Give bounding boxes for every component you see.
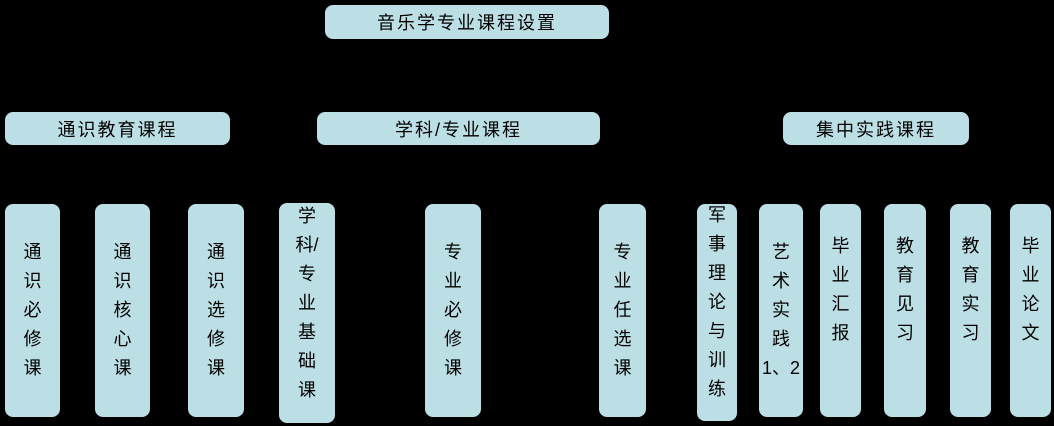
course-node-graduation-report: 毕 业 汇 报 (818, 202, 863, 419)
course-node-graduation-thesis: 毕 业 论 文 (1008, 202, 1053, 419)
course-node-art-practice: 艺 术 实 践 1、2 (757, 202, 805, 419)
course-node-education-internship: 教 育 实 习 (948, 202, 993, 419)
course-node-general-elective: 通 识 选 修 课 (186, 202, 246, 419)
category-node-concentrated-practice: 集中实践课程 (781, 110, 971, 147)
course-node-discipline-foundation: 学 科/ 专 业 基 础 课 (277, 201, 337, 425)
category-node-discipline-professional: 学科/专业课程 (315, 110, 602, 147)
course-node-military-theory-training: 军 事 理 论 与 训 练 (695, 202, 739, 423)
category-node-general-education: 通识教育课程 (3, 110, 232, 147)
course-node-general-core: 通 识 核 心 课 (93, 202, 152, 419)
course-node-professional-required: 专 业 必 修 课 (423, 202, 483, 419)
course-node-professional-elective: 专 业 任 选 课 (597, 202, 648, 419)
course-node-education-observation: 教 育 见 习 (882, 202, 928, 419)
root-node-curriculum-title: 音乐学专业课程设置 (323, 3, 611, 41)
course-node-general-required: 通 识 必 修 课 (3, 202, 62, 419)
